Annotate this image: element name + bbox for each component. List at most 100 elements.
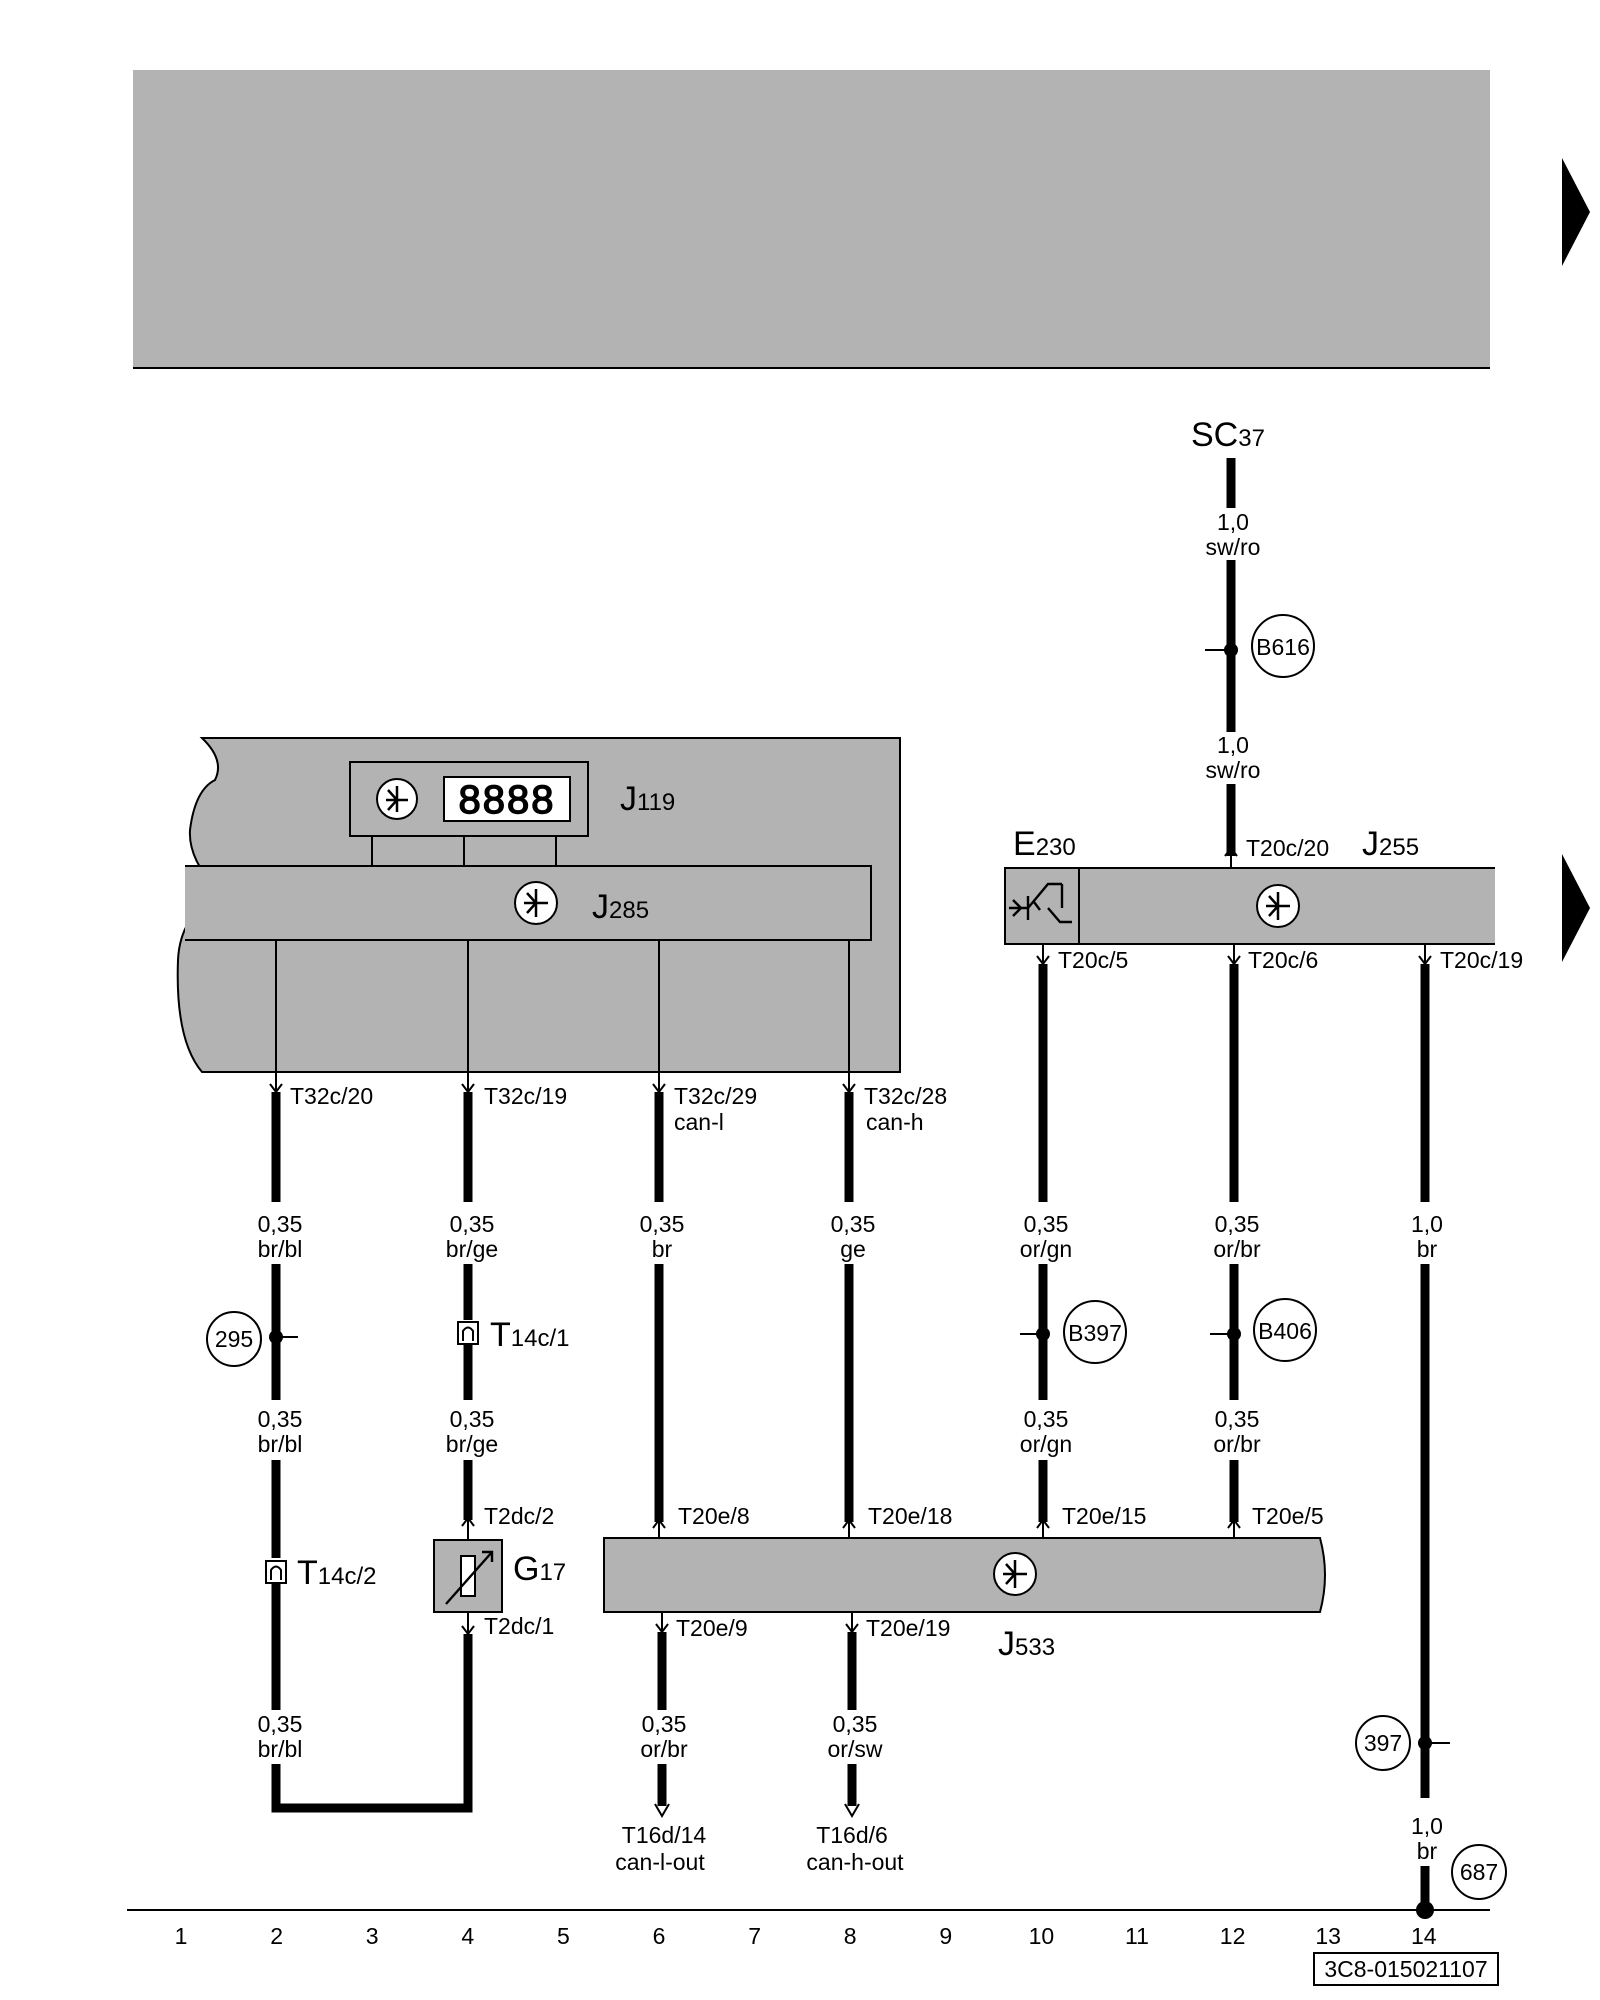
pin-t32c20: T32c/20 (290, 1083, 373, 1109)
pin-arrow-icon (461, 1625, 475, 1636)
j285-label: J285 (592, 888, 649, 926)
pin-t2dc2: T2dc/2 (484, 1503, 554, 1529)
pin-t20e8: T20e/8 (678, 1503, 750, 1529)
wire-size: 1,0 (1411, 1211, 1443, 1237)
t14c2-label: T14c/2 (297, 1554, 377, 1592)
sensor-resistor-icon (460, 1555, 476, 1597)
wire-size: 0,35 (642, 1711, 687, 1737)
p397-junction-dot (1418, 1736, 1432, 1750)
control-unit-icon-glyph (524, 889, 548, 917)
p687-label: 687 (1460, 1859, 1498, 1885)
t14c2-connector-icon (265, 1560, 287, 1584)
wire-color: or/gn (1020, 1431, 1072, 1457)
control-unit-icon-glyph (1266, 892, 1290, 920)
pin-t20e19: T20e/19 (866, 1615, 950, 1641)
diagram-id: 3C8-015021107 (1324, 1956, 1487, 1982)
pin-t32c29: T32c/29 (674, 1083, 757, 1109)
wire-size: 0,35 (258, 1711, 303, 1737)
pin-arrow-icon (1036, 1518, 1050, 1529)
wire-size: 0,35 (831, 1211, 876, 1237)
pin-t20c20: T20c/20 (1246, 835, 1329, 861)
pin-t16d14: T16d/14 (622, 1822, 707, 1848)
e230-label: E230 (1013, 825, 1076, 863)
p397-label: 397 (1364, 1730, 1402, 1756)
track-number: 5 (557, 1923, 570, 1949)
pin-t32c29-signal: can-l (674, 1109, 724, 1135)
wire-color: ge (840, 1236, 866, 1262)
b397-connection-point (1063, 1300, 1127, 1364)
pin-t16d6-signal: can-h-out (806, 1849, 904, 1875)
j533-label: J533 (998, 1625, 1055, 1663)
pin-t32c28-signal: can-h (866, 1109, 924, 1135)
pin-t32c19: T32c/19 (484, 1083, 567, 1109)
header-panel (133, 70, 1490, 368)
p687-connection-point (1451, 1844, 1507, 1900)
track-number: 10 (1029, 1923, 1055, 1949)
g17-label: G17 (513, 1550, 566, 1588)
wire-color: or/br (1213, 1431, 1261, 1457)
b616-junction-dot (1224, 643, 1238, 657)
track-number: 9 (939, 1923, 952, 1949)
pin-t20c6: T20c/6 (1248, 947, 1318, 973)
t14c1-connector-icon (457, 1321, 479, 1345)
track-number: 13 (1315, 1923, 1341, 1949)
p295-junction-dot (269, 1330, 283, 1344)
wire-size: 0,35 (450, 1406, 495, 1432)
wire-color: or/br (1213, 1236, 1261, 1262)
track-number: 2 (270, 1923, 283, 1949)
control-unit-icon-glyph (1003, 1560, 1027, 1588)
wire-size: 0,35 (1215, 1211, 1260, 1237)
wire-color: br/bl (258, 1431, 303, 1457)
track-number: 11 (1125, 1923, 1149, 1949)
b406-junction-dot (1227, 1327, 1241, 1341)
pin-arrow-icon (652, 1518, 666, 1529)
pin-t16d14-signal: can-l-out (615, 1849, 705, 1875)
track-number: 14 (1411, 1923, 1437, 1949)
track-number: 1 (175, 1923, 188, 1949)
pin-fork-icon (844, 1803, 860, 1818)
e230-switch-icon (1009, 882, 1072, 924)
t14c1-label: T14c/1 (490, 1316, 570, 1354)
wire-color: br (652, 1236, 673, 1262)
p397-connection-point (1355, 1715, 1411, 1771)
wire-size: 0,35 (258, 1406, 303, 1432)
track-number: 6 (653, 1923, 666, 1949)
wire-col2-loop (271, 1634, 473, 1813)
diagram-id-box (1313, 1952, 1499, 1986)
sensor-variable-arrow-icon (445, 1550, 494, 1605)
j255-label: J255 (1362, 825, 1419, 863)
pin-t20c19: T20c/19 (1440, 947, 1523, 973)
b616-connection-point (1251, 614, 1315, 678)
track-number: 4 (461, 1923, 474, 1949)
track-number: 12 (1220, 1923, 1246, 1949)
lcd-digits: 8888 (459, 778, 556, 822)
pin-arrow-icon (461, 1516, 475, 1527)
wire-size: 0,35 (1024, 1211, 1069, 1237)
p295-label: 295 (215, 1326, 253, 1352)
wire-color: br/ge (446, 1431, 498, 1457)
wire-color: br (1417, 1838, 1438, 1864)
wire-size: 0,35 (1024, 1406, 1069, 1432)
track-number: 3 (366, 1923, 379, 1949)
wire-size: 1,0 (1217, 732, 1249, 758)
next-page-arrow-icon[interactable] (1562, 158, 1590, 266)
next-section-arrow-icon[interactable] (1562, 854, 1590, 962)
b397-junction-dot (1036, 1327, 1050, 1341)
pin-t20e18: T20e/18 (868, 1503, 952, 1529)
b397-label: B397 (1068, 1320, 1122, 1346)
b616-label: B616 (1256, 634, 1310, 660)
wire-color: br/bl (258, 1236, 303, 1262)
pin-t32c28: T32c/28 (864, 1083, 947, 1109)
pin-t20e9: T20e/9 (676, 1615, 748, 1641)
p295-connection-point (206, 1311, 262, 1367)
pin-t2dc1: T2dc/1 (484, 1613, 554, 1639)
wire-size: 0,35 (258, 1211, 303, 1237)
pin-arrow-icon (842, 1518, 856, 1529)
wire-color: br/ge (446, 1236, 498, 1262)
wire-color: or/br (640, 1736, 688, 1762)
wire-size: 1,0 (1411, 1813, 1443, 1839)
sc37-label: SC37 (1191, 416, 1265, 454)
track-number: 7 (748, 1923, 761, 1949)
